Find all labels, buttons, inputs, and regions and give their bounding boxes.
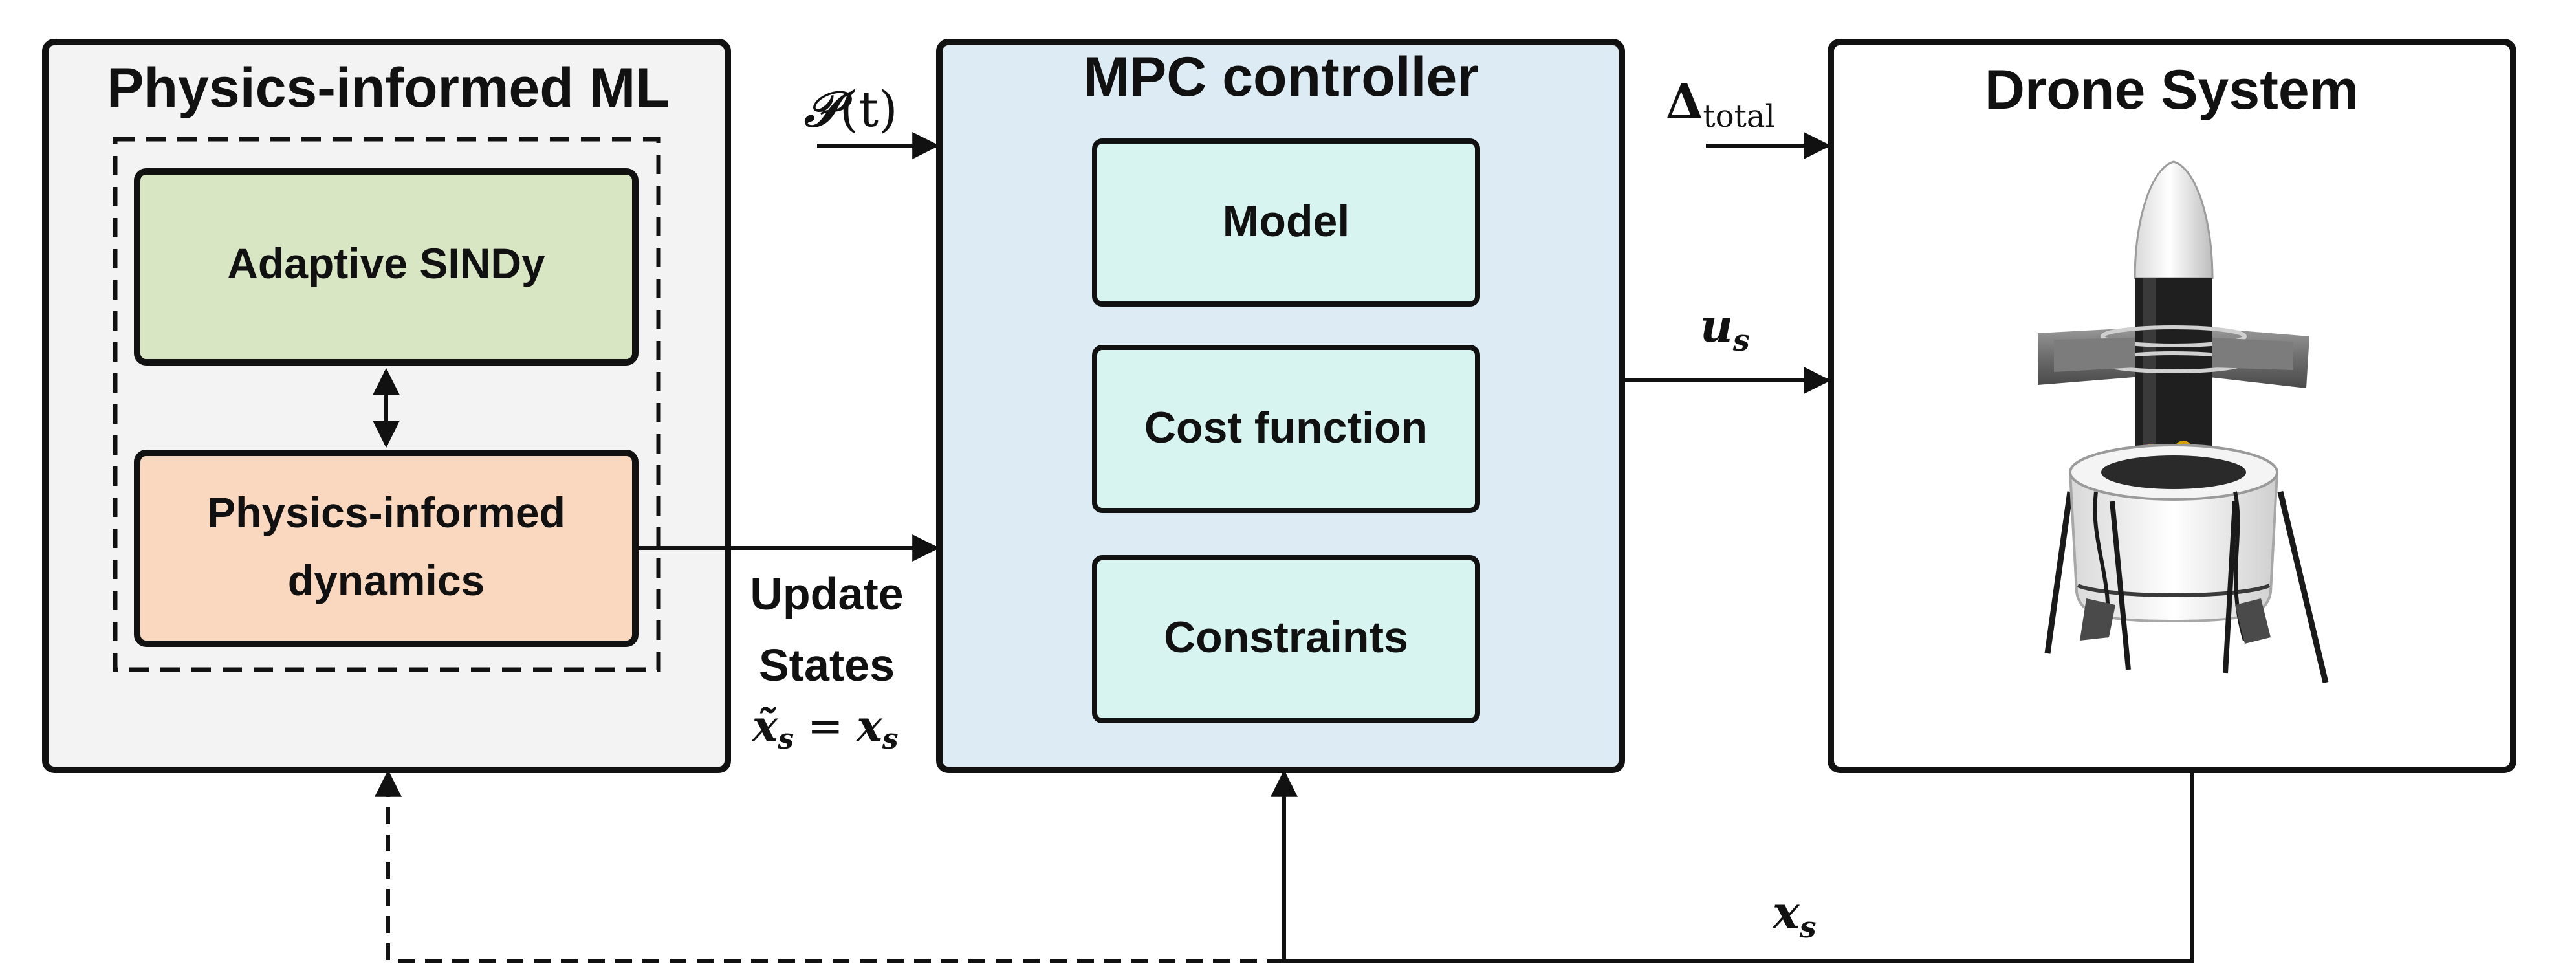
ml-dashed-boundary bbox=[113, 137, 661, 672]
state-feedback-label: xs bbox=[1771, 886, 1817, 945]
physics-informed-dynamics-block bbox=[134, 450, 639, 647]
mpc-model-block bbox=[1092, 138, 1480, 307]
state-equation-label: x̃s = xs bbox=[751, 701, 899, 756]
mpc-model-label: Model bbox=[1223, 197, 1349, 246]
drone-panel-title: Drone System bbox=[1985, 59, 2359, 121]
learning-feedback-dashed-line bbox=[375, 769, 1284, 963]
mpc-constraints-label: Constraints bbox=[1164, 613, 1408, 662]
update-states-line1: Update bbox=[750, 569, 903, 619]
drone-image-icon bbox=[2038, 160, 2329, 684]
ml-panel-title: Physics-informed ML bbox=[107, 57, 670, 119]
dynamics-label-line1: Physics-informed bbox=[207, 488, 565, 536]
mpc-panel-title: MPC controller bbox=[1083, 46, 1479, 108]
mpc-cost-function-label: Cost function bbox=[1144, 403, 1428, 452]
state-feedback-line bbox=[1271, 769, 2194, 963]
mpc-cost-function-block bbox=[1092, 345, 1480, 513]
disturbance-label: Δtotal bbox=[1666, 74, 1775, 135]
adaptive-sindy-label: Adaptive SINDy bbox=[227, 239, 545, 287]
adaptive-sindy-block bbox=[134, 168, 639, 366]
dynamics-label-line2: dynamics bbox=[288, 556, 485, 604]
control-input-label: us bbox=[1700, 299, 1750, 358]
mpc-constraints-block bbox=[1092, 555, 1480, 723]
preview-input-label: 𝒫(t) bbox=[804, 80, 898, 138]
update-states-line2: States bbox=[759, 640, 895, 690]
